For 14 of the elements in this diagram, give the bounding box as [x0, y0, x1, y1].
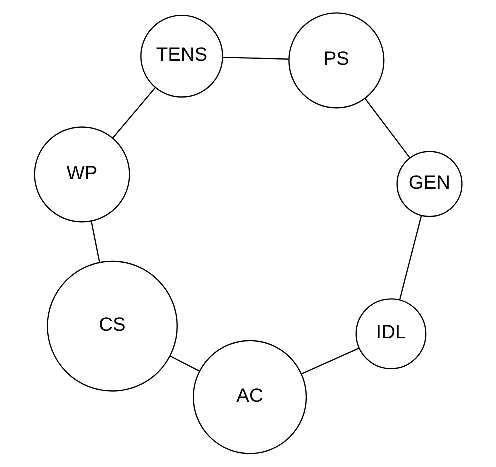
connector	[112, 87, 156, 139]
connector	[90, 221, 100, 263]
connector	[398, 216, 422, 300]
connector	[301, 348, 359, 375]
node-circle: CS	[46, 260, 178, 392]
node-circle: IDL	[355, 298, 426, 370]
connector	[222, 56, 288, 60]
node-circle: WP	[34, 126, 130, 223]
node-circle: AC	[192, 340, 307, 454]
connector	[170, 356, 200, 372]
node-circle: TENS	[140, 14, 223, 98]
node-circle: GEN	[396, 151, 462, 218]
connector	[364, 98, 410, 159]
node-circle: PS	[288, 12, 384, 109]
